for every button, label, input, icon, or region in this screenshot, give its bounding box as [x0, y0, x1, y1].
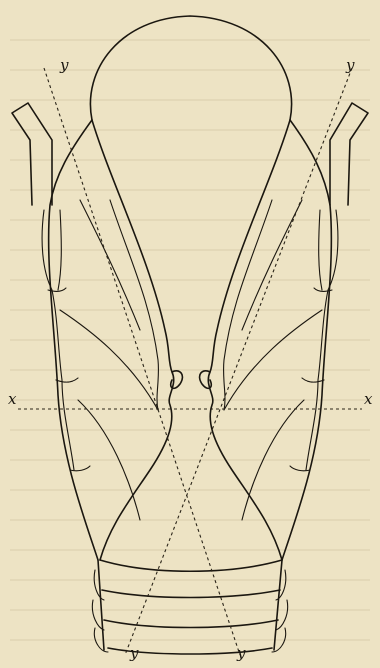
label-x-left: x — [8, 392, 16, 407]
y-line-right — [125, 68, 352, 655]
paper-texture — [10, 40, 370, 640]
label-y-top-right: y — [346, 58, 354, 73]
label-y-top-left: y — [60, 58, 68, 73]
epiglottis-outline — [90, 16, 291, 120]
vocal-cord-knobs — [171, 371, 212, 389]
label-y-bottom-right: y — [237, 646, 245, 661]
label-x-right: x — [364, 392, 372, 407]
label-y-bottom-left: y — [130, 646, 138, 661]
y-line-left — [44, 68, 240, 655]
